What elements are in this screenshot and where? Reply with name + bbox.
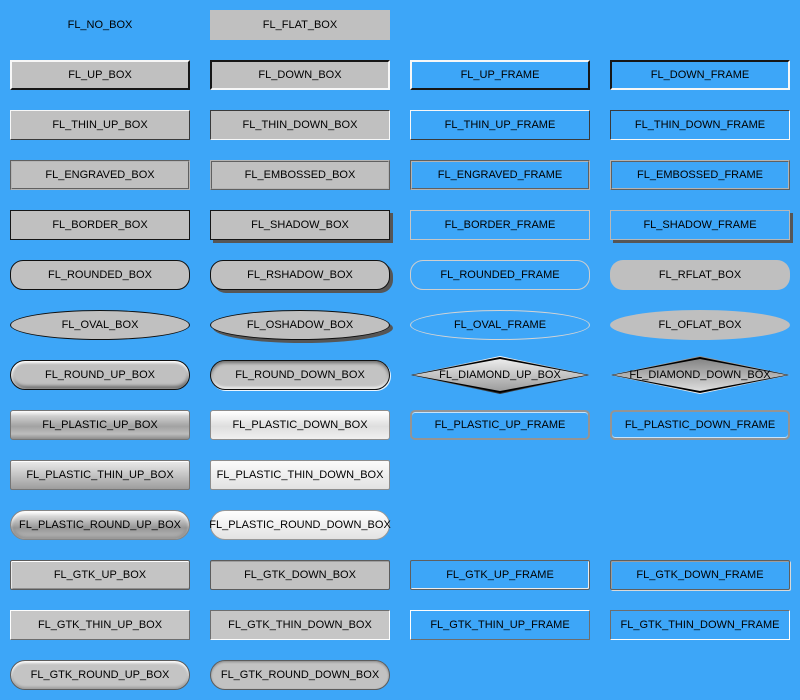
box-label: FL_RFLAT_BOX bbox=[658, 269, 742, 281]
box-label: FL_GTK_THIN_UP_FRAME bbox=[430, 619, 570, 631]
box-label: FL_GTK_THIN_DOWN_FRAME bbox=[620, 619, 780, 631]
box-label: FL_GTK_ROUND_DOWN_BOX bbox=[220, 669, 380, 681]
box-sample-fl-gtk-down-frame: FL_GTK_DOWN_FRAME bbox=[610, 560, 790, 590]
box-label: FL_EMBOSSED_FRAME bbox=[637, 169, 763, 181]
box-sample-fl-plastic-round-down-box: FL_PLASTIC_ROUND_DOWN_BOX bbox=[209, 510, 391, 540]
box-sample-fl-oval-box: FL_OVAL_BOX bbox=[10, 310, 190, 340]
box-label: FL_PLASTIC_UP_BOX bbox=[42, 419, 158, 431]
box-label: FL_ENGRAVED_FRAME bbox=[437, 169, 563, 181]
box-label: FL_DIAMOND_DOWN_BOX bbox=[629, 369, 771, 381]
box-label: FL_SHADOW_FRAME bbox=[643, 219, 757, 231]
box-label: FL_THIN_UP_BOX bbox=[52, 119, 148, 131]
box-sample-fl-plastic-down-frame: FL_PLASTIC_DOWN_FRAME bbox=[610, 410, 790, 440]
box-label: FL_ENGRAVED_BOX bbox=[45, 169, 155, 181]
box-label: FL_OSHADOW_BOX bbox=[246, 319, 354, 331]
box-sample-fl-thin-up-box: FL_THIN_UP_BOX bbox=[10, 110, 190, 140]
box-sample-fl-rshadow-box: FL_RSHADOW_BOX bbox=[210, 260, 390, 290]
box-sample-fl-embossed-frame: FL_EMBOSSED_FRAME bbox=[610, 160, 790, 190]
box-label: FL_GTK_THIN_UP_BOX bbox=[37, 619, 163, 631]
box-sample-fl-rounded-box: FL_ROUNDED_BOX bbox=[10, 260, 190, 290]
box-sample-fl-border-frame: FL_BORDER_FRAME bbox=[410, 210, 590, 240]
box-label: FL_PLASTIC_ROUND_DOWN_BOX bbox=[209, 519, 391, 531]
box-sample-fl-shadow-frame: FL_SHADOW_FRAME bbox=[610, 210, 790, 240]
box-label: FL_DOWN_FRAME bbox=[650, 69, 750, 81]
box-sample-fl-oshadow-box: FL_OSHADOW_BOX bbox=[210, 310, 390, 340]
box-sample-fl-thin-up-frame: FL_THIN_UP_FRAME bbox=[410, 110, 590, 140]
box-sample-fl-shadow-box: FL_SHADOW_BOX bbox=[210, 210, 390, 240]
box-label: FL_BORDER_BOX bbox=[52, 219, 148, 231]
box-label: FL_THIN_DOWN_BOX bbox=[242, 119, 358, 131]
box-label: FL_PLASTIC_THIN_UP_BOX bbox=[26, 469, 174, 481]
box-label: FL_ROUND_DOWN_BOX bbox=[235, 369, 365, 381]
box-label: FL_OVAL_BOX bbox=[61, 319, 139, 331]
box-sample-fl-gtk-round-down-box: FL_GTK_ROUND_DOWN_BOX bbox=[210, 660, 390, 690]
box-sample-fl-plastic-down-box: FL_PLASTIC_DOWN_BOX bbox=[210, 410, 390, 440]
box-sample-fl-border-box: FL_BORDER_BOX bbox=[10, 210, 190, 240]
box-sample-fl-round-down-box: FL_ROUND_DOWN_BOX bbox=[210, 360, 390, 390]
box-sample-fl-gtk-thin-up-frame: FL_GTK_THIN_UP_FRAME bbox=[410, 610, 590, 640]
box-label: FL_GTK_DOWN_BOX bbox=[244, 569, 356, 581]
box-label: FL_GTK_THIN_DOWN_BOX bbox=[228, 619, 372, 631]
box-label: FL_FLAT_BOX bbox=[262, 19, 338, 31]
box-label: FL_EMBOSSED_BOX bbox=[244, 169, 356, 181]
box-label: FL_DOWN_BOX bbox=[258, 69, 342, 81]
box-label: FL_THIN_UP_FRAME bbox=[444, 119, 556, 131]
box-sample-fl-plastic-thin-up-box: FL_PLASTIC_THIN_UP_BOX bbox=[10, 460, 190, 490]
box-sample-fl-gtk-thin-up-box: FL_GTK_THIN_UP_BOX bbox=[10, 610, 190, 640]
box-sample-fl-up-frame: FL_UP_FRAME bbox=[410, 60, 590, 90]
box-label: FL_PLASTIC_DOWN_BOX bbox=[232, 419, 368, 431]
box-sample-fl-up-box: FL_UP_BOX bbox=[10, 60, 190, 90]
box-label: FL_PLASTIC_DOWN_FRAME bbox=[624, 419, 776, 431]
box-label: FL_GTK_ROUND_UP_BOX bbox=[30, 669, 170, 681]
box-sample-fl-engraved-frame: FL_ENGRAVED_FRAME bbox=[410, 160, 590, 190]
box-sample-fl-rounded-frame: FL_ROUNDED_FRAME bbox=[410, 260, 590, 290]
box-sample-fl-plastic-up-box: FL_PLASTIC_UP_BOX bbox=[10, 410, 190, 440]
box-label: FL_RSHADOW_BOX bbox=[247, 269, 353, 281]
box-sample-fl-rflat-box: FL_RFLAT_BOX bbox=[610, 260, 790, 290]
box-sample-fl-oflat-box: FL_OFLAT_BOX bbox=[610, 310, 790, 340]
box-label: FL_OVAL_FRAME bbox=[453, 319, 547, 331]
box-sample-fl-oval-frame: FL_OVAL_FRAME bbox=[410, 310, 590, 340]
box-sample-fl-gtk-round-up-box: FL_GTK_ROUND_UP_BOX bbox=[10, 660, 190, 690]
box-label: FL_THIN_DOWN_FRAME bbox=[634, 119, 766, 131]
box-sample-fl-thin-down-box: FL_THIN_DOWN_BOX bbox=[210, 110, 390, 140]
box-label: FL_BORDER_FRAME bbox=[444, 219, 556, 231]
box-sample-fl-gtk-thin-down-box: FL_GTK_THIN_DOWN_BOX bbox=[210, 610, 390, 640]
box-sample-fl-gtk-down-box: FL_GTK_DOWN_BOX bbox=[210, 560, 390, 590]
box-sample-fl-gtk-up-frame: FL_GTK_UP_FRAME bbox=[410, 560, 590, 590]
box-label: FL_ROUNDED_BOX bbox=[48, 269, 152, 281]
box-sample-fl-gtk-up-box: FL_GTK_UP_BOX bbox=[10, 560, 190, 590]
box-label: FL_UP_BOX bbox=[68, 69, 132, 81]
box-label: FL_PLASTIC_UP_FRAME bbox=[434, 419, 566, 431]
box-sample-fl-thin-down-frame: FL_THIN_DOWN_FRAME bbox=[610, 110, 790, 140]
box-label: FL_PLASTIC_THIN_DOWN_BOX bbox=[216, 469, 384, 481]
box-sample-fl-diamond-up-box: FL_DIAMOND_UP_BOX bbox=[410, 356, 590, 394]
box-label: FL_OFLAT_BOX bbox=[658, 319, 742, 331]
box-label: FL_SHADOW_BOX bbox=[251, 219, 349, 231]
box-sample-fl-flat-box: FL_FLAT_BOX bbox=[210, 10, 390, 40]
box-sample-fl-round-up-box: FL_ROUND_UP_BOX bbox=[10, 360, 190, 390]
box-sample-fl-plastic-up-frame: FL_PLASTIC_UP_FRAME bbox=[410, 410, 590, 440]
box-label: FL_GTK_UP_FRAME bbox=[446, 569, 554, 581]
box-sample-fl-down-box: FL_DOWN_BOX bbox=[210, 60, 390, 90]
box-sample-fl-embossed-box: FL_EMBOSSED_BOX bbox=[210, 160, 390, 190]
box-label: FL_ROUND_UP_BOX bbox=[44, 369, 156, 381]
box-label: FL_NO_BOX bbox=[67, 19, 133, 31]
box-sample-fl-no-box: FL_NO_BOX bbox=[10, 10, 190, 40]
box-sample-fl-plastic-thin-down-box: FL_PLASTIC_THIN_DOWN_BOX bbox=[210, 460, 390, 490]
box-label: FL_DIAMOND_UP_BOX bbox=[439, 369, 561, 381]
box-label: FL_PLASTIC_ROUND_UP_BOX bbox=[19, 519, 181, 531]
box-label: FL_ROUNDED_FRAME bbox=[440, 269, 560, 281]
box-sample-fl-engraved-box: FL_ENGRAVED_BOX bbox=[10, 160, 190, 190]
box-label: FL_GTK_DOWN_FRAME bbox=[636, 569, 764, 581]
box-sample-fl-down-frame: FL_DOWN_FRAME bbox=[610, 60, 790, 90]
box-sample-fl-diamond-down-box: FL_DIAMOND_DOWN_BOX bbox=[610, 356, 790, 394]
box-label: FL_UP_FRAME bbox=[460, 69, 540, 81]
box-sample-fl-plastic-round-up-box: FL_PLASTIC_ROUND_UP_BOX bbox=[10, 510, 190, 540]
box-sample-fl-gtk-thin-down-frame: FL_GTK_THIN_DOWN_FRAME bbox=[610, 610, 790, 640]
box-label: FL_GTK_UP_BOX bbox=[53, 569, 147, 581]
